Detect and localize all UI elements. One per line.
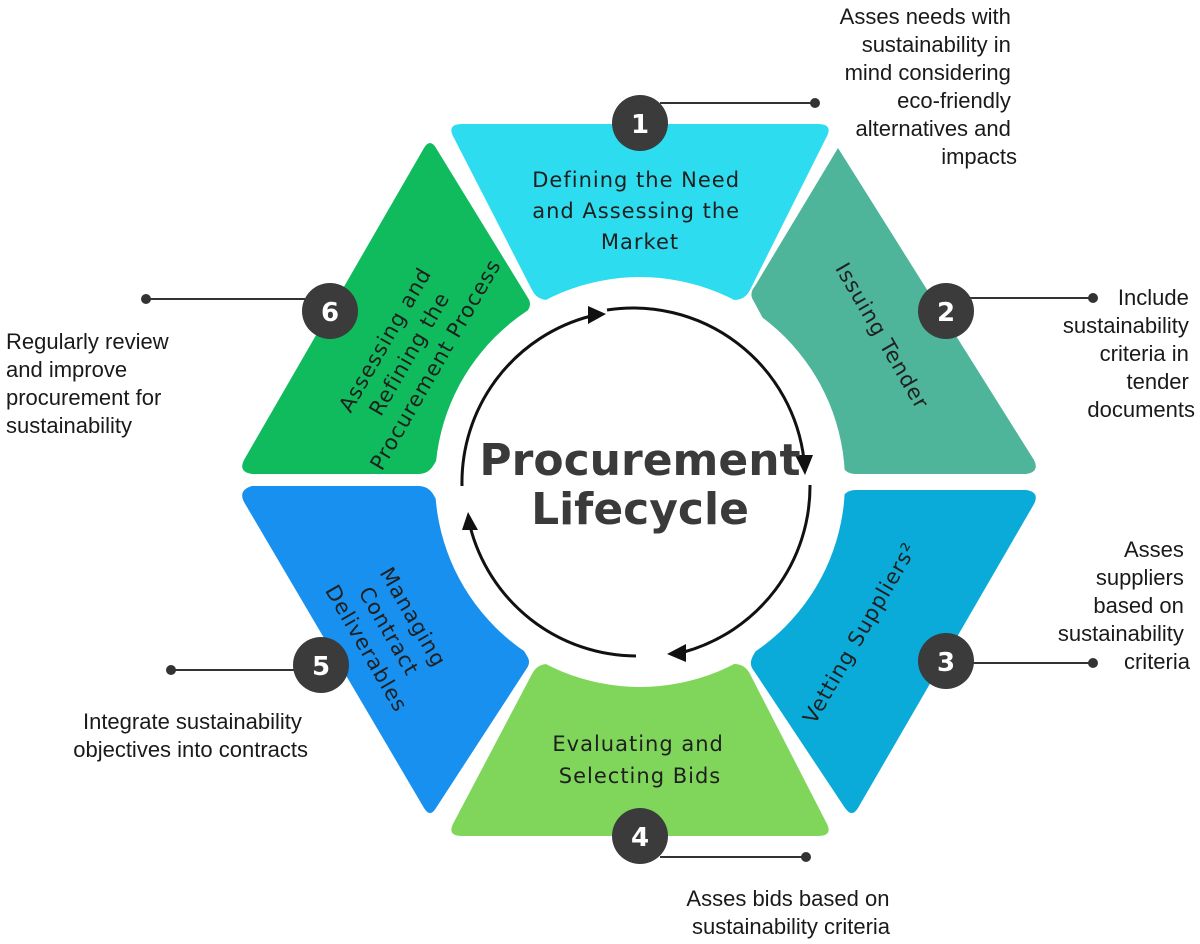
stage-1-description: Asses needs with sustainability in mind … [840,4,1017,169]
stage-6-connector-dot [141,294,151,304]
stage-2-description-line: Include [1118,285,1189,310]
cycle-arrow-bottom-left [468,525,637,658]
stage-2-connector-dot [1088,293,1098,303]
stage-5-description-line: Integrate sustainability [83,709,302,734]
stage-2-description-line: tender [1126,369,1188,394]
cycle-arrowhead-top-right [795,455,813,475]
stage-2-description-line: criteria in [1100,341,1189,366]
stage-4-description-line: Asses bids based on [686,886,889,911]
stage-4-badge-circle [612,808,668,864]
stage-1-description-line: sustainability in [862,32,1011,57]
stage-4-segment [451,664,829,836]
cycle-arrow-bottom-right [683,484,812,654]
cycle-arrowhead-bottom-right [667,644,686,662]
cycle-arrow-top-left [460,314,592,487]
stage-1-title-line: and Assessing the [532,199,740,223]
stage-2-description-line: sustainability [1063,313,1189,338]
cycle-arrowhead-bottom-left [462,512,478,530]
stage-4-title-line: Selecting Bids [559,764,721,788]
cycle-arrowhead-top-left [588,306,606,324]
stage-6-description: Regularly review and improve procurement… [6,329,175,438]
stage-5-badge-circle [293,637,349,693]
stage-5-badge-number: 5 [312,652,330,682]
cycle-arrow-top-right [606,306,806,461]
stage-1-badge-circle [612,95,668,151]
stage-1-description-line: impacts [941,144,1017,169]
stage-3-description: Asses suppliers based on sustainability … [1058,537,1191,674]
stage-1-badge-number: 1 [631,110,649,140]
stage-3-description-line: Asses [1124,537,1184,562]
stage-6-description-line: procurement for [6,385,161,410]
stage-3-description-line: based on [1093,593,1184,618]
stage-6-description-line: and improve [6,357,127,382]
stage-4-description: Asses bids based on sustainability crite… [686,886,895,939]
center-title-line-1: Procurement [479,435,800,486]
stage-5-description-line: objectives into contracts [73,737,308,762]
stage-1-title-line: Defining the Need [532,168,740,192]
stage-2-badge-number: 2 [937,298,955,328]
stage-6-badge: 6 [302,283,358,339]
stage-6-description-line: Regularly review [6,329,169,354]
stage-4-connector-dot [801,852,811,862]
stage-3-connector-dot [1088,658,1098,668]
stage-4-badge: 4 [612,808,668,864]
stage-2-description: Include sustainability criteria in tende… [1063,285,1195,422]
stage-2-badge-circle [918,283,974,339]
stage-1-title: Defining the Need and Assessing the Mark… [532,168,748,254]
center-title-line-2: Lifecycle [531,484,749,535]
stage-1-description-line: Asses needs with [840,4,1011,29]
stage-5-badge: 5 [293,637,349,693]
stage-5-connector-dot [166,665,176,675]
stage-3-badge-circle [918,633,974,689]
stage-4-title-line: Evaluating and [552,732,723,756]
stage-1-description-line: eco-friendly [897,88,1011,113]
stage-3-badge: 3 [918,633,974,689]
stage-1-title-line: Market [601,230,679,254]
stage-2-description-line: documents [1087,397,1195,422]
stage-6-badge-circle [302,283,358,339]
stage-1-description-line: alternatives and [856,116,1011,141]
stage-4-badge-number: 4 [631,823,649,853]
stage-6-badge-number: 6 [321,298,339,328]
stage-1-connector-dot [810,98,820,108]
stage-2-badge: 2 [918,283,974,339]
stage-1-segment [451,124,829,300]
stage-4-title: Evaluating and Selecting Bids [552,732,731,788]
stage-1-badge: 1 [612,95,668,151]
center-circle [435,277,845,687]
stage-5-description: Integrate sustainability objectives into… [73,709,308,762]
stage-4-description-line: sustainability criteria [692,914,891,939]
stage-1-description-line: mind considering [845,60,1011,85]
stage-3-description-line: criteria [1124,649,1191,674]
stage-3-description-line: sustainability [1058,621,1184,646]
stage-3-badge-number: 3 [937,648,955,678]
stage-6-description-line: sustainability [6,413,132,438]
stage-3-description-line: suppliers [1096,565,1184,590]
